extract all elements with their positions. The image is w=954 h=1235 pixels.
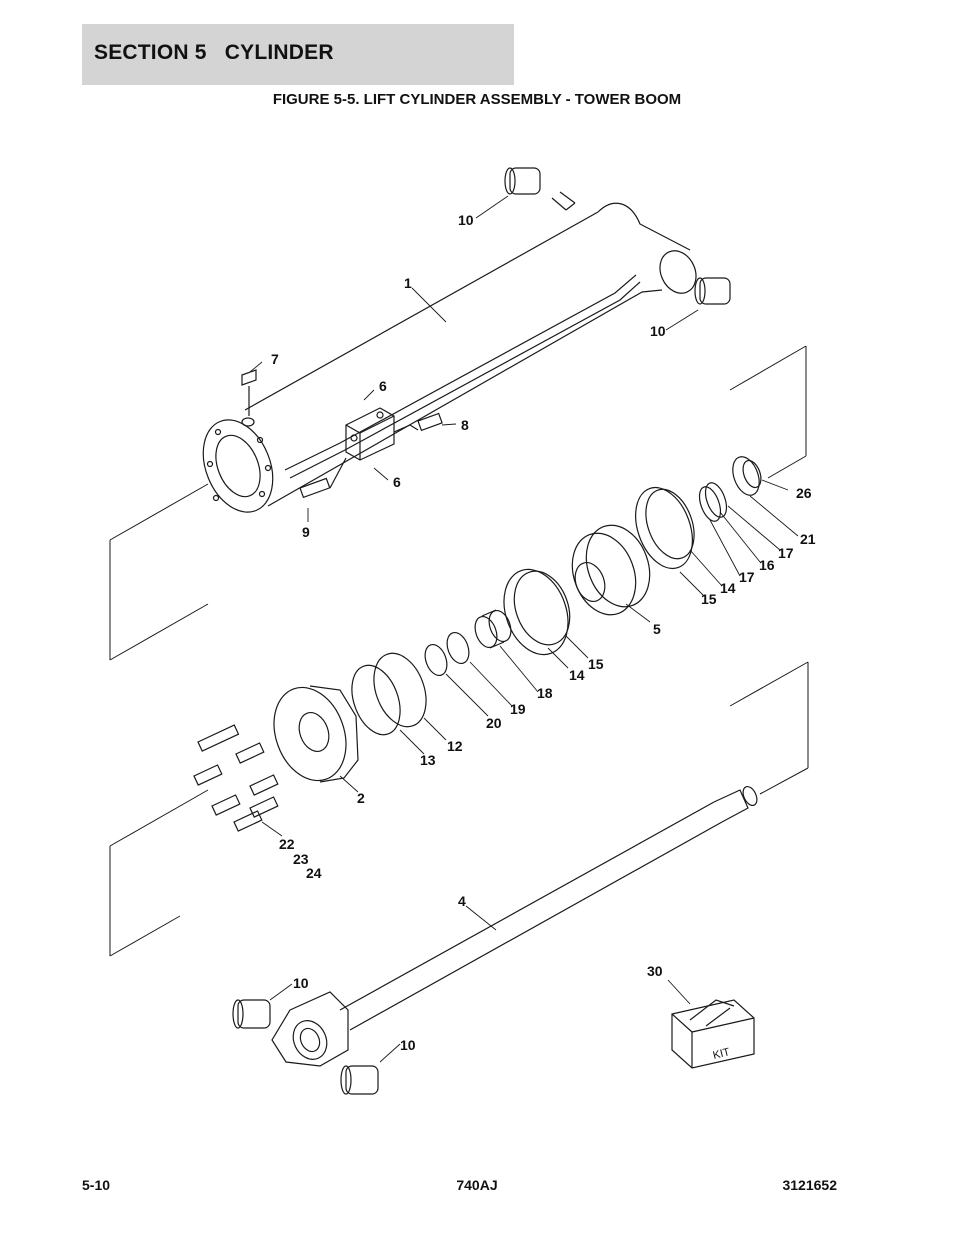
bushing-lower-left: [232, 999, 271, 1029]
bushing-top: [504, 167, 541, 195]
kit-label: KIT: [712, 1046, 732, 1062]
document-number: 3121652: [782, 1177, 837, 1193]
callout-10: 10: [400, 1037, 416, 1053]
callout-14: 14: [720, 580, 736, 596]
bushing-right: [694, 277, 731, 305]
section-header: SECTION 5 CYLINDER: [82, 24, 514, 85]
section-title: SECTION 5 CYLINDER: [94, 41, 334, 64]
callout-8: 8: [461, 417, 469, 433]
callout-12: 12: [447, 738, 463, 754]
callout-6: 6: [379, 378, 387, 394]
callout-10: 10: [458, 212, 474, 228]
callout-14: 14: [569, 667, 585, 683]
callout-10: 10: [650, 323, 666, 339]
callout-19: 19: [510, 701, 526, 717]
o-ring: [373, 652, 427, 728]
valve-block: [299, 407, 443, 499]
callout-18: 18: [537, 685, 553, 701]
cylinder-head: [273, 685, 359, 783]
figure-title: FIGURE 5-5. LIFT CYLINDER ASSEMBLY - TOW…: [272, 91, 682, 108]
leader-lines: [249, 195, 799, 1063]
plug: [241, 369, 257, 386]
piston: [571, 524, 651, 616]
callouts: 10 1 10 7 6 8 6 26 9 21 17 16 17 14 15 5…: [271, 212, 816, 1062]
callout-9: 9: [302, 524, 310, 540]
callout-22: 22: [279, 836, 295, 852]
callout-1: 1: [404, 275, 412, 291]
callout-15: 15: [588, 656, 604, 672]
callout-2: 2: [357, 790, 365, 806]
piston-rod: [271, 785, 758, 1067]
callout-6: 6: [393, 474, 401, 490]
page-number: 5-10: [82, 1177, 111, 1193]
callout-20: 20: [486, 715, 502, 731]
callout-23: 23: [293, 851, 309, 867]
rod-bushing: [474, 609, 512, 649]
assembly-guidelines: [109, 345, 809, 957]
callout-5: 5: [653, 621, 661, 637]
bushing-lower-right: [340, 1065, 379, 1095]
callout-17: 17: [778, 545, 794, 561]
callout-10: 10: [293, 975, 309, 991]
callout-16: 16: [759, 557, 775, 573]
callout-26: 26: [796, 485, 812, 501]
model-number: 740AJ: [456, 1177, 498, 1193]
wear-ring: [732, 456, 760, 496]
callout-13: 13: [420, 752, 436, 768]
piston-seal: [503, 568, 569, 656]
callout-4: 4: [458, 893, 466, 909]
callout-30: 30: [647, 963, 663, 979]
callout-15: 15: [701, 591, 717, 607]
seal-ring: [635, 486, 693, 570]
callout-21: 21: [800, 531, 816, 547]
cylinder-barrel: [202, 191, 697, 513]
callout-24: 24: [306, 865, 322, 881]
seal-kit-box: [671, 999, 755, 1069]
hydraulic-tube: [289, 281, 641, 479]
head-bolts: [193, 724, 279, 832]
callout-7: 7: [271, 351, 279, 367]
callout-17: 17: [739, 569, 755, 585]
